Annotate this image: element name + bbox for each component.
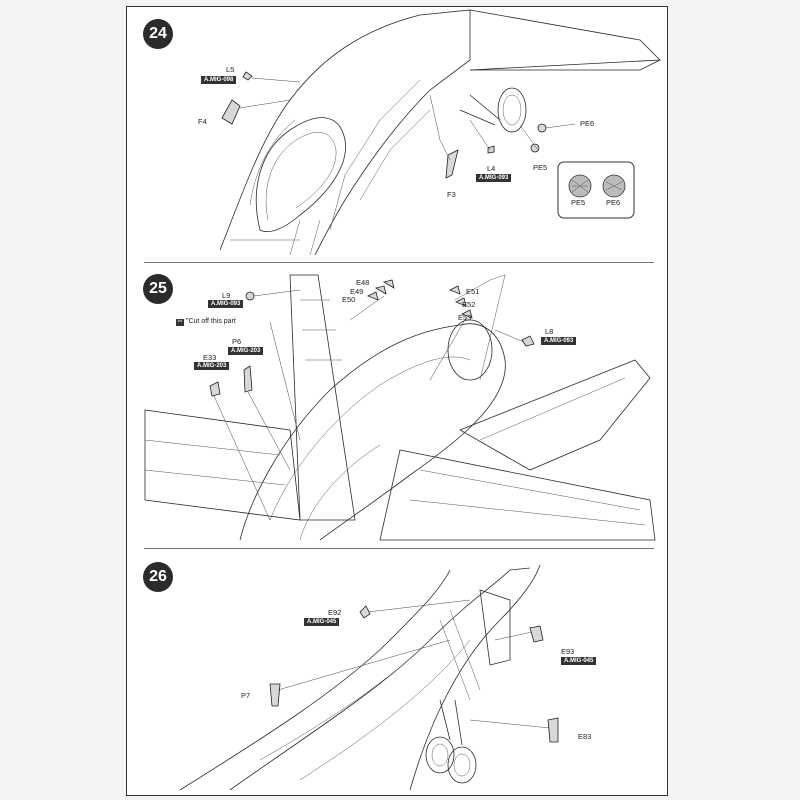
part-label: F3 [447,190,456,199]
paint-code: A.MIG-203 [194,362,230,370]
step24-drawing [219,9,661,256]
part-label: E50 [342,295,356,304]
part-label: E52 [462,300,476,309]
part-label: P7 [241,691,251,700]
paint-code: A.MIG-045 [561,657,597,665]
step-number-badge: 24 [143,19,173,49]
step-number-badge: 25 [143,274,173,304]
part-label: E53 [458,313,472,322]
part-label: L4 [487,164,496,173]
part-label: E93 [561,647,575,656]
step25-drawing [144,274,656,541]
detail-label: PE5 [571,198,586,207]
detail-label: PE6 [606,198,621,207]
paint-code: A.MIG-045 [304,618,340,626]
paint-code: A.MIG-203 [228,347,264,355]
note-text: "Cut off this part [186,318,236,325]
step-divider [144,262,654,263]
cut-off-note: ✂"Cut off this part [176,318,236,326]
step-number-badge: 26 [143,562,173,592]
scissors-icon: ✂ [176,319,184,326]
part-label: L5 [226,65,235,74]
part-label: E83 [578,732,592,741]
paint-code: A.MIG-093 [541,337,577,345]
paint-code: A.MIG-093 [208,300,244,308]
part-label: PE6 [580,119,595,128]
part-label: L8 [545,327,554,336]
part-label: E51 [466,287,480,296]
part-label: E33 [203,353,217,362]
part-label: P6 [232,337,242,346]
part-label: F4 [198,117,207,126]
part-label: L9 [222,291,231,300]
part-label: PE5 [533,163,548,172]
paint-code: A.MIG-098 [201,76,237,84]
part-label: E48 [356,278,370,287]
part-label: E92 [328,608,342,617]
step26-drawing [179,564,559,791]
paint-code: A.MIG-093 [476,174,512,182]
step-divider [144,548,654,549]
part-label: E49 [350,287,364,296]
